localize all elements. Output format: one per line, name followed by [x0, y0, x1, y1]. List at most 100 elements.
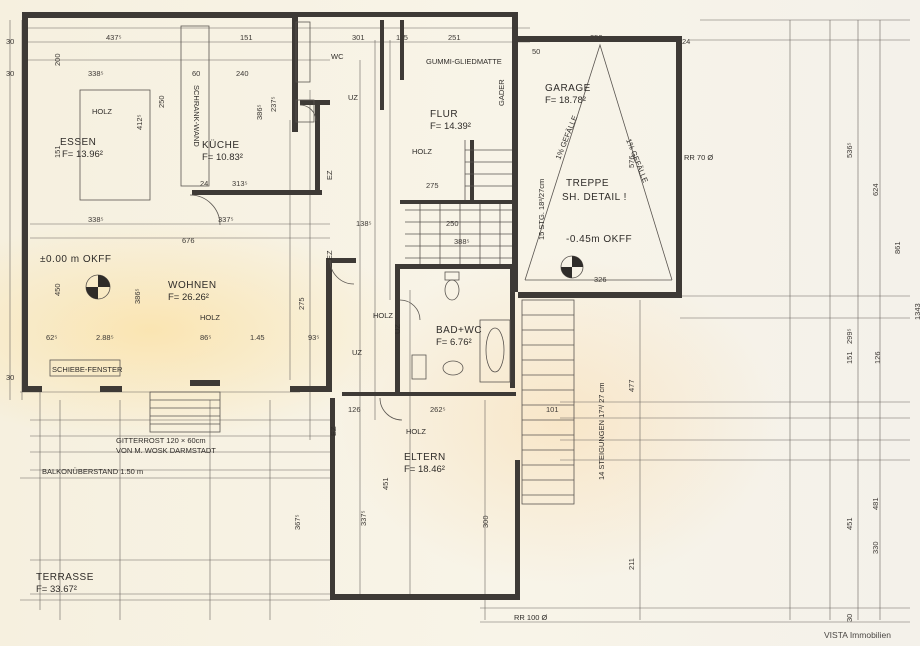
dim-top-5: 251: [448, 33, 461, 42]
dim-top-1: 437⁵: [106, 33, 122, 42]
room-label-wc: WC: [331, 52, 344, 61]
dim-inner-6: 313⁵: [232, 179, 248, 188]
dim-inner-20: 388⁵: [454, 237, 470, 246]
annotation-stg: 15 STG. 18³/27cm: [537, 179, 546, 240]
room-label-wohnen: WOHNEN: [168, 280, 217, 291]
annotation-holz-flur: HOLZ: [412, 147, 432, 156]
dim-left-6: 62⁵: [46, 333, 57, 342]
dim-inner-4: 386⁵: [255, 104, 264, 120]
room-area-wohnen: F= 26.26²: [168, 292, 209, 303]
dim-inner-12: 1.45: [250, 333, 265, 342]
dim-inner-14: 93⁵: [308, 333, 319, 342]
dim-inner-7: 337⁵: [218, 215, 234, 224]
dim-left-0: 30: [6, 69, 14, 78]
room-area-flur: F= 14.39²: [430, 121, 471, 132]
annotation-uz-bad: UZ: [393, 324, 402, 334]
dim-inner-16: 126: [348, 405, 361, 414]
room-area-essen: F= 13.96²: [62, 149, 103, 160]
dim-inner-19: 250: [446, 219, 459, 228]
dim-right-4: 151: [845, 351, 854, 364]
dim-top-3: 301: [352, 33, 365, 42]
door-swings: [189, 104, 421, 421]
dim-inner-15: 262⁵: [430, 405, 446, 414]
dim-inner-18: 275: [426, 181, 439, 190]
room-area-eltern: F= 18.46²: [404, 464, 445, 475]
annotation-gefaelle-left: 1% GEFÄLLE: [554, 114, 580, 161]
annotation-gitterrost-von: VON M. WOSK DARMSTADT: [116, 446, 216, 455]
dim-left-1: 200: [53, 53, 62, 66]
annotation-ez-eltern: EZ: [329, 426, 338, 436]
walls: [22, 12, 682, 600]
dim-inner-26: 337⁵: [359, 510, 368, 526]
annotation-gummi: GUMMI-GLIEDMATTE: [426, 57, 502, 66]
fixtures: [49, 21, 511, 433]
annotation-rr70: RR 70 Ø: [684, 153, 713, 162]
dim-inner-30: 24: [200, 179, 208, 188]
annotation-gitterrost: GITTERROST 120 × 60cm: [116, 436, 206, 445]
dim-inner-17: 138⁵: [356, 219, 372, 228]
annotation-holz-essen: HOLZ: [92, 107, 112, 116]
dim-inner-13: 2.88⁵: [96, 333, 114, 342]
annotation-okff-main: ±0.00 m OKFF: [40, 254, 112, 265]
annotation-holz-wohnen: HOLZ: [200, 313, 220, 322]
annotation-rr100: RR 100 Ø: [514, 613, 548, 622]
dim-top-2: 151: [240, 33, 253, 42]
annotation-balkon: BALKONÜBERSTAND 1.50 m: [42, 467, 143, 476]
dim-left-4: 338⁵: [88, 215, 104, 224]
dim-top-4: 115: [396, 33, 408, 42]
watermark: VISTA Immobilien: [824, 630, 891, 640]
room-label-eltern: ELTERN: [404, 452, 446, 463]
staircase: [405, 140, 575, 505]
annotation-uz-diele: UZ: [352, 348, 362, 357]
dim-right-3: 299⁵: [845, 328, 854, 344]
dim-right-2: 861: [893, 241, 902, 254]
dim-right-6: 481: [871, 497, 880, 510]
dim-top-7: 250: [590, 33, 603, 42]
dim-inner-1: 240: [236, 69, 249, 78]
room-area-terrasse: F= 33.67²: [36, 584, 77, 595]
room-label-garage: GARAGE: [545, 83, 591, 94]
dim-inner-0: 60: [192, 69, 200, 78]
dim-inner-29: 101: [546, 405, 559, 414]
dim-left-5: 450: [53, 283, 62, 296]
dim-inner-10: 275: [297, 297, 306, 310]
dim-left-3: 151: [53, 145, 62, 158]
level-marker-main: [85, 274, 111, 300]
dim-left-2: 338⁵: [88, 69, 104, 78]
dim-top-6: 50: [532, 47, 540, 56]
annotation-holz-diele: HOLZ: [373, 311, 393, 320]
annotation-uz-flur: UZ: [348, 93, 358, 102]
room-label-kueche: KÜCHE: [202, 139, 240, 151]
dim-right-9: 30: [845, 614, 854, 622]
dim-right-7: 451: [845, 517, 854, 530]
annotation-sh-detail: SH. DETAIL !: [562, 192, 627, 203]
annotation-ez-wohnen: EZ: [325, 250, 334, 260]
dim-inner-22: 576: [627, 155, 636, 168]
room-area-kueche: F= 10.83²: [202, 152, 243, 163]
annotation-holz-eltern: HOLZ: [406, 427, 426, 436]
annotation-steigungen: 14 STEIGUNGEN 17³/ 27 cm: [597, 382, 606, 480]
room-area-bad: F= 6.76²: [436, 337, 472, 348]
dim-top-0: 30: [6, 37, 14, 46]
dim-right-5: 126: [873, 351, 882, 364]
dim-inner-25: 451: [381, 477, 390, 490]
dim-right-0: 536⁵: [845, 142, 854, 158]
annotation-okff-garage: -0.45m OKFF: [566, 234, 632, 245]
annotation-schrankwand: SCHRANK-WAND: [192, 85, 201, 147]
dim-inner-23: 477: [627, 379, 636, 392]
dim-inner-27: 367⁵: [293, 514, 302, 530]
room-label-essen: ESSEN: [60, 137, 96, 148]
dim-inner-5: 237⁵: [269, 96, 278, 112]
dim-inner-2: 250: [157, 95, 166, 108]
dim-inner-28: 300: [481, 515, 490, 528]
dimension-lines: [9, 19, 910, 623]
dim-right-1: 624: [871, 183, 880, 196]
dim-inner-24: 211: [627, 558, 636, 570]
dim-inner-3: 412⁵: [135, 114, 144, 130]
room-label-flur: FLUR: [430, 109, 458, 120]
room-area-garage: F= 18.78²: [545, 95, 586, 106]
dim-inner-11: 86⁵: [200, 333, 211, 342]
annotation-gader: GADER: [497, 79, 506, 106]
